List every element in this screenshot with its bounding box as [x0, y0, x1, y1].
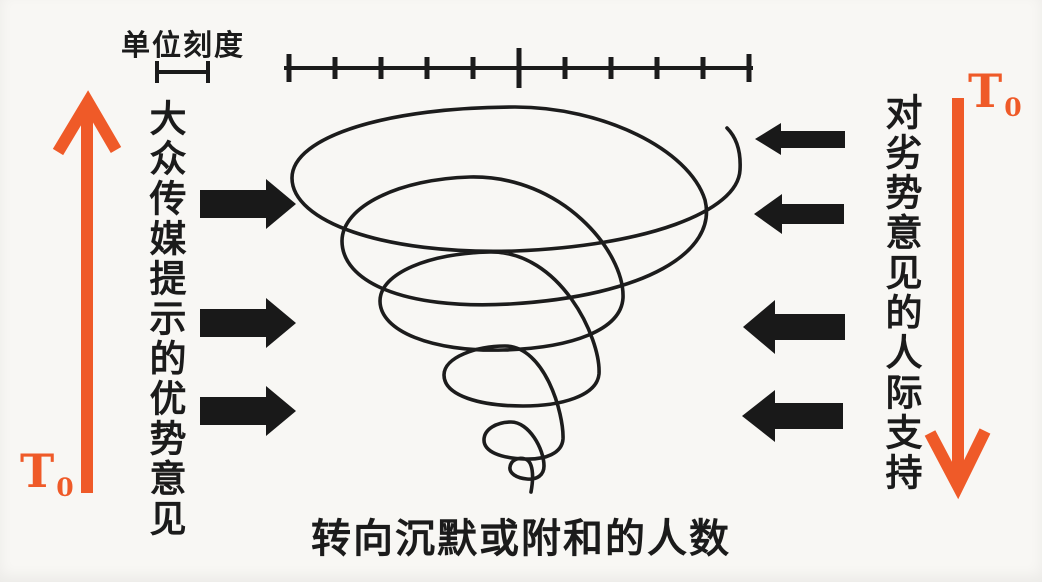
t0-letter: T — [968, 64, 1003, 118]
t0-label-left: T0 — [20, 448, 74, 500]
caption: 转向沉默或附和的人数 — [311, 516, 731, 561]
scale-ruler-ticks — [286, 48, 752, 88]
black-arrow-left-icon — [742, 390, 843, 442]
right-axis-label: 对劣势意见的人际支持 — [879, 93, 920, 493]
media-pressure-arrows — [200, 179, 296, 436]
black-arrow-right-icon — [200, 298, 296, 348]
black-arrow-right-icon — [200, 179, 296, 229]
black-arrow-left-icon — [754, 194, 844, 234]
black-arrow-left-icon — [743, 300, 845, 354]
t0-subscript: 0 — [1004, 93, 1022, 122]
black-arrow-left-icon — [755, 123, 845, 155]
t0-subscript: 0 — [56, 473, 74, 502]
time-axis-up-arrow-icon — [52, 90, 122, 493]
interpersonal-support-arrows — [742, 123, 845, 442]
spiral-curve — [290, 105, 742, 494]
unit-scale-label: 单位刻度 — [121, 30, 246, 62]
t0-letter: T — [20, 444, 55, 498]
t0-label-right: T0 — [968, 68, 1022, 120]
scale-ruler — [284, 48, 753, 88]
time-axis-down-arrow-icon — [924, 98, 991, 500]
unit-scale-icon — [155, 61, 210, 83]
black-arrow-right-icon — [200, 386, 296, 436]
left-axis-label: 大众传媒提示的优势意见 — [143, 99, 184, 539]
